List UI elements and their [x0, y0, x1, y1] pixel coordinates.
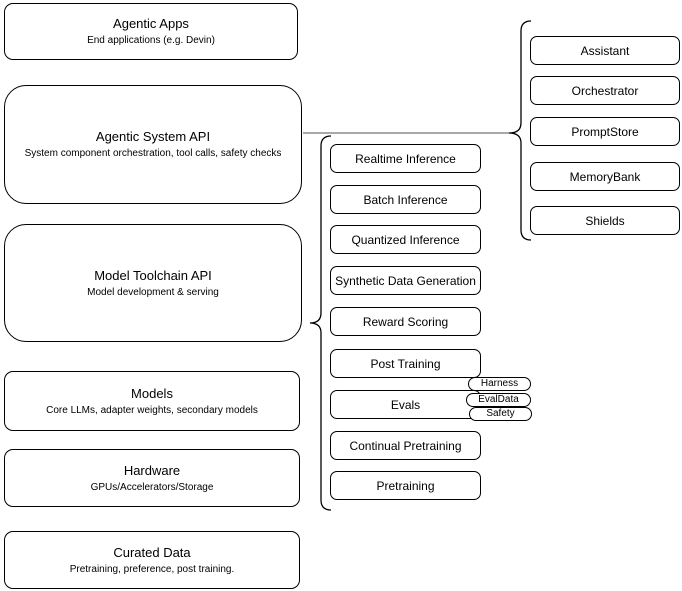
box-title: Agentic Apps [113, 16, 189, 31]
box-title: Curated Data [113, 544, 191, 560]
box-hardware: Hardware GPUs/Accelerators/Storage [4, 449, 300, 507]
node-orchestrator: Orchestrator [530, 76, 680, 105]
node-batch-inference: Batch Inference [330, 185, 481, 214]
node-promptstore: PromptStore [530, 117, 680, 146]
badge-safety: Safety [469, 407, 532, 421]
system-brace [508, 20, 532, 241]
box-model-toolchain-api: Model Toolchain API Model development & … [4, 224, 302, 342]
node-reward-scoring: Reward Scoring [330, 307, 481, 336]
box-title: Hardware [123, 462, 181, 478]
box-subtitle: System component orchestration, tool cal… [24, 148, 282, 159]
box-subtitle: GPUs/Accelerators/Storage [90, 481, 214, 493]
node-continual-pretraining: Continual Pretraining [330, 431, 481, 460]
box-curated-data: Curated Data Pretraining, preference, po… [4, 531, 300, 589]
box-subtitle: Pretraining, preference, post training. [69, 563, 235, 575]
box-subtitle: Core LLMs, adapter weights, secondary mo… [46, 404, 258, 416]
box-title: Agentic System API [95, 129, 211, 144]
box-subtitle: End applications (e.g. Devin) [87, 35, 215, 46]
box-agentic-system-api: Agentic System API System component orch… [4, 85, 302, 204]
node-assistant: Assistant [530, 36, 680, 65]
node-quantized-inference: Quantized Inference [330, 225, 481, 254]
node-evals: Evals [330, 390, 481, 419]
node-realtime-inference: Realtime Inference [330, 144, 481, 173]
box-title: Model Toolchain API [94, 267, 212, 283]
toolchain-brace [309, 135, 332, 511]
box-subtitle: Model development & serving [87, 286, 219, 298]
box-agentic-apps: Agentic Apps End applications (e.g. Devi… [4, 3, 298, 60]
node-synthetic-data-generation: Synthetic Data Generation [330, 266, 481, 295]
box-title: Models [131, 385, 173, 401]
badge-evaldata: EvalData [466, 393, 531, 407]
node-post-training: Post Training [330, 349, 481, 378]
badge-harness: Harness [468, 377, 531, 391]
node-memorybank: MemoryBank [530, 162, 680, 191]
node-pretraining: Pretraining [330, 471, 481, 500]
node-shields: Shields [530, 206, 680, 235]
box-models: Models Core LLMs, adapter weights, secon… [4, 371, 300, 431]
